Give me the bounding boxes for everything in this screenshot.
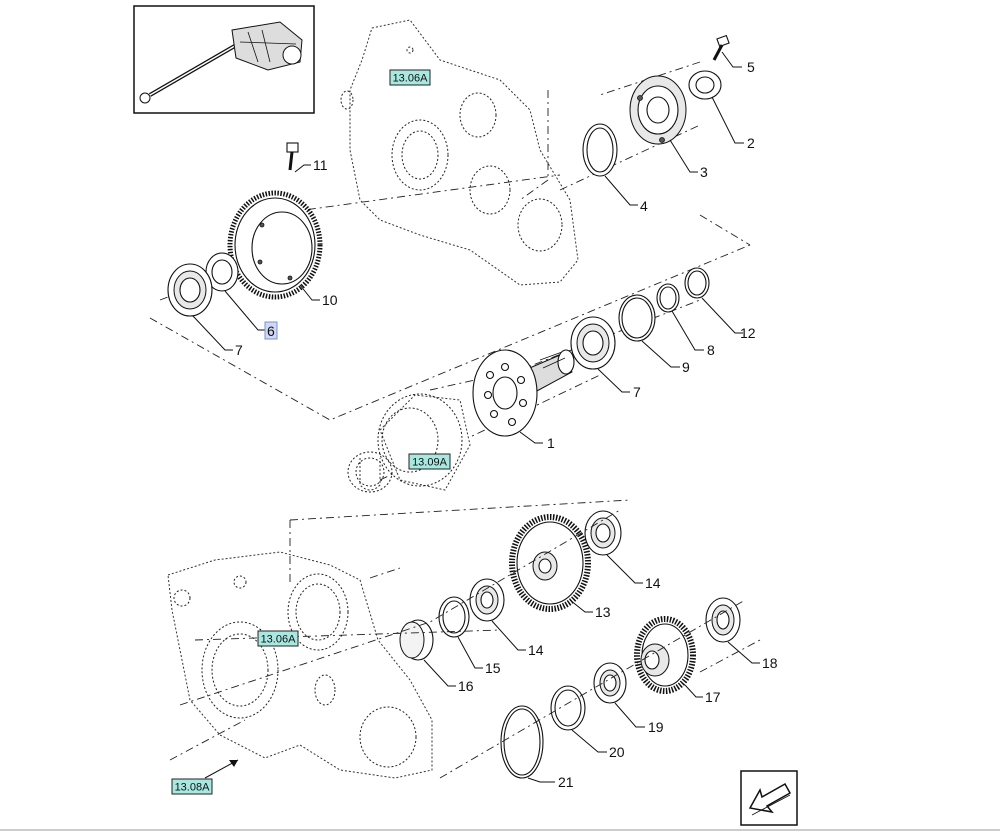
part-1-flanged-shaft[interactable] — [472, 349, 575, 437]
callout-9: 9 — [682, 359, 690, 375]
callout-11: 11 — [313, 157, 328, 173]
callout-10: 10 — [322, 292, 338, 308]
callout-1: 1 — [547, 435, 555, 451]
upper-housing-cover — [340, 19, 579, 286]
reference-label: 13.06A — [393, 73, 429, 85]
reference-label: 13.06A — [261, 634, 297, 646]
callout-14-lower: 14 — [528, 642, 544, 658]
part-13-gear[interactable] — [509, 514, 591, 612]
callout-5: 5 — [747, 59, 755, 75]
callout-6: 6 — [267, 323, 275, 339]
part-18-bearing[interactable] — [705, 597, 741, 643]
part-7-bearing-right[interactable] — [570, 316, 616, 370]
part-9-ring[interactable] — [618, 294, 656, 342]
callout-7-right: 7 — [633, 384, 641, 400]
part-7-bearing-left[interactable] — [167, 263, 213, 317]
part-2-seal[interactable] — [688, 70, 722, 100]
reference-label: 13.08A — [175, 782, 211, 794]
callout-6-highlight[interactable]: 6 — [264, 321, 278, 340]
callout-21: 21 — [558, 774, 574, 790]
part-6-nut[interactable] — [205, 252, 239, 292]
callout-8: 8 — [707, 342, 715, 358]
part-14-bearing-upper[interactable] — [584, 510, 622, 556]
callout-18: 18 — [762, 655, 778, 671]
part-17-gear[interactable] — [634, 616, 696, 694]
reference-label: 13.09A — [412, 457, 448, 469]
reference-13-06a-lower[interactable]: 13.06A — [257, 630, 299, 647]
part-19-bearing[interactable] — [593, 662, 627, 704]
reference-13-08a[interactable]: 13.08A — [171, 759, 239, 795]
part-12-ring[interactable] — [684, 267, 710, 299]
part-5-bolt[interactable] — [712, 34, 730, 61]
callout-4: 4 — [640, 198, 648, 214]
part-8-ring[interactable] — [656, 283, 680, 313]
part-20-ring[interactable] — [550, 685, 586, 731]
part-4-snap-ring[interactable] — [582, 123, 618, 177]
part-11-bolt[interactable] — [286, 142, 299, 171]
reference-13-06a-upper[interactable]: 13.06A — [389, 69, 431, 86]
callout-19: 19 — [648, 719, 664, 735]
part-21-o-ring[interactable] — [500, 705, 544, 779]
callout-3: 3 — [700, 164, 708, 180]
callout-16: 16 — [458, 678, 474, 694]
callout-12: 12 — [740, 325, 756, 341]
callout-2: 2 — [747, 135, 755, 151]
callout-13: 13 — [595, 604, 611, 620]
arrow-back-icon[interactable] — [740, 770, 798, 826]
callout-14-upper: 14 — [645, 575, 661, 591]
leader-lines — [192, 51, 760, 783]
callout-7-left: 7 — [235, 342, 243, 358]
part-15-ring[interactable] — [438, 596, 470, 638]
callout-17: 17 — [705, 689, 721, 705]
planetary-drum-reference — [347, 393, 471, 493]
part-16-cap[interactable] — [399, 619, 434, 661]
callout-15: 15 — [485, 660, 501, 676]
part-3-bearing-carrier[interactable] — [629, 75, 687, 145]
part-14-bearing-lower[interactable] — [469, 578, 505, 622]
reference-13-09a[interactable]: 13.09A — [408, 453, 451, 470]
callout-20: 20 — [609, 744, 625, 760]
part-10-ring-gear[interactable] — [227, 190, 323, 300]
assembly-thumbnail-icon[interactable] — [133, 5, 315, 114]
